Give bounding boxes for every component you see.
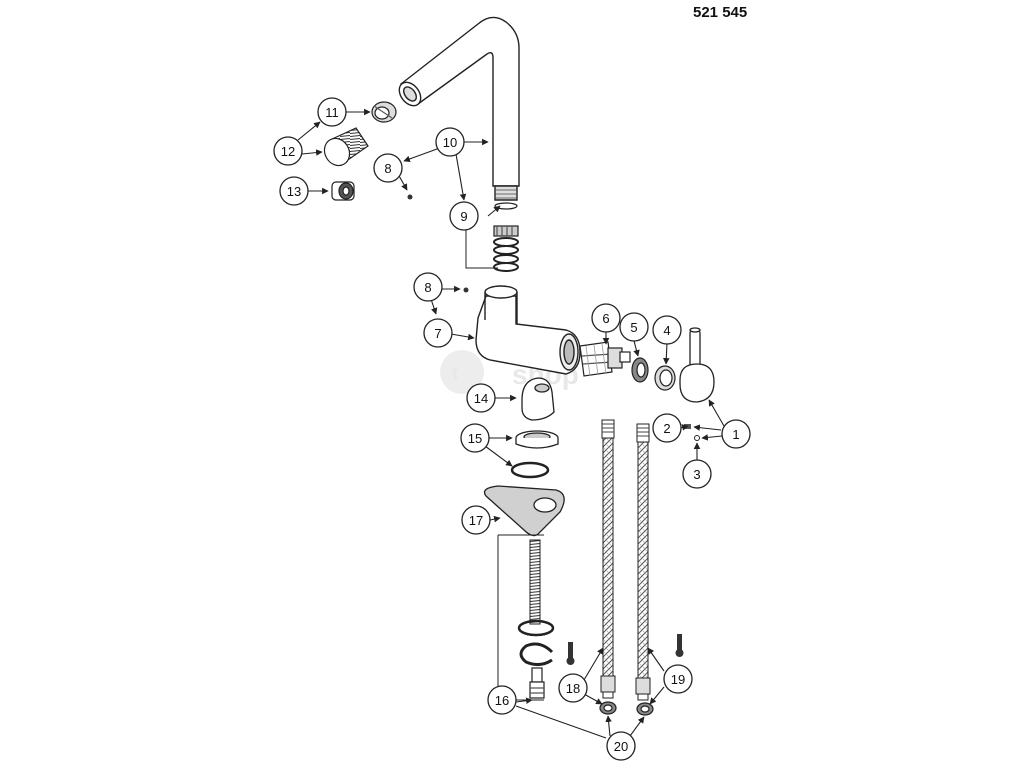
callout-label: 6 xyxy=(602,311,609,326)
callout-1: 1 xyxy=(721,419,751,449)
callout-16: 16 xyxy=(487,685,517,715)
callout-20: 20 xyxy=(606,731,636,761)
aerator-key xyxy=(331,181,355,201)
hot-indicator-icon xyxy=(566,642,575,665)
callout-17: 17 xyxy=(461,505,491,535)
cartridge-nut xyxy=(631,357,649,383)
callout-3: 3 xyxy=(682,459,712,489)
aerator-insert xyxy=(371,101,397,123)
callout-label: 15 xyxy=(468,431,482,446)
callout-label: 13 xyxy=(287,184,301,199)
connection-nut-left xyxy=(599,701,617,715)
callout-label: 8 xyxy=(424,280,431,295)
callout-label: 8 xyxy=(384,161,391,176)
callout-label: 16 xyxy=(495,693,509,708)
cartridge xyxy=(579,341,631,377)
escutcheon-cover xyxy=(521,377,555,421)
callout-label: 1 xyxy=(732,427,739,442)
grub-screw xyxy=(463,287,469,293)
connection-nut-right xyxy=(636,702,654,716)
callout-5: 5 xyxy=(619,312,649,342)
handle-indicator-cap xyxy=(694,435,700,441)
callout-label: 18 xyxy=(566,681,580,696)
callout-11: 11 xyxy=(317,97,347,127)
cold-indicator-icon xyxy=(675,634,684,657)
callout-label: 11 xyxy=(325,105,339,120)
lever-handle xyxy=(679,327,715,403)
base-o-ring xyxy=(510,461,550,479)
callout-label: 14 xyxy=(474,391,488,406)
mounting-o-ring xyxy=(517,619,555,637)
callout-8-lower: 8 xyxy=(413,272,443,302)
mounting-nut xyxy=(529,667,545,699)
callout-label: 9 xyxy=(460,209,467,224)
callout-18: 18 xyxy=(558,673,588,703)
cartridge-cap xyxy=(654,365,676,391)
spout xyxy=(398,16,520,201)
callout-8-upper: 8 xyxy=(373,153,403,183)
callout-4: 4 xyxy=(652,315,682,345)
base-ring xyxy=(515,430,559,449)
flex-hose-left xyxy=(600,419,616,699)
aerator-housing xyxy=(323,127,369,167)
callout-9: 9 xyxy=(449,201,479,231)
part-number: 521 545 xyxy=(693,4,748,21)
callout-6: 6 xyxy=(591,303,621,333)
callout-label: 3 xyxy=(693,467,700,482)
bracket-9 xyxy=(465,225,498,269)
callout-7: 7 xyxy=(423,318,453,348)
threaded-rod xyxy=(529,539,541,625)
callout-label: 5 xyxy=(630,320,637,335)
callout-19: 19 xyxy=(663,664,693,694)
callout-10: 10 xyxy=(435,127,465,157)
set-screw xyxy=(407,194,413,200)
callouts: 1 2 3 4 5 6 7 8 8 9 10 11 12 13 14 15 16… xyxy=(273,97,751,761)
horseshoe-washer xyxy=(519,642,554,667)
flex-hose-right xyxy=(635,423,651,701)
callout-12: 12 xyxy=(273,136,303,166)
callout-13: 13 xyxy=(279,176,309,206)
spout-bearing-seals xyxy=(493,202,519,272)
callout-14: 14 xyxy=(466,383,496,413)
callout-2: 2 xyxy=(652,413,682,443)
leader-lines xyxy=(297,108,725,739)
callout-label: 17 xyxy=(469,513,483,528)
callout-label: 12 xyxy=(281,144,295,159)
callout-label: 20 xyxy=(614,739,628,754)
svg-text:t: t xyxy=(452,363,459,385)
callout-15: 15 xyxy=(460,423,490,453)
mixer-body xyxy=(475,285,581,375)
callout-label: 2 xyxy=(663,421,670,436)
callout-label: 19 xyxy=(671,672,685,687)
callout-label: 10 xyxy=(443,135,457,150)
base-plate xyxy=(483,485,565,537)
callout-label: 7 xyxy=(434,326,441,341)
callout-label: 4 xyxy=(663,323,670,338)
